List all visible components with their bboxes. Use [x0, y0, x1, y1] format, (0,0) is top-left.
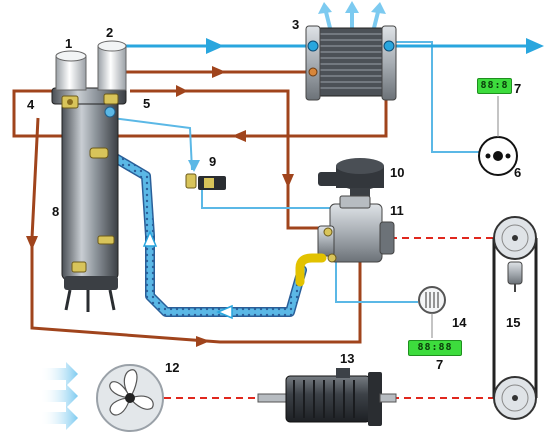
- arrow-icon: [282, 174, 294, 188]
- arrow-icon: [40, 362, 78, 386]
- intake-elbow: [295, 253, 327, 287]
- arrow-icon: [345, 1, 359, 13]
- temperature-sensor: [478, 136, 518, 176]
- callout-10: 10: [390, 165, 405, 180]
- callout-6: 6: [514, 165, 522, 180]
- oil-circuit: [12, 70, 388, 344]
- arrow-icon: [212, 66, 226, 78]
- arrow-icon: [526, 38, 544, 54]
- oil-return-left: [30, 117, 362, 344]
- cooler-airflow-arrows: [318, 1, 386, 29]
- air-line-to-solenoid: [111, 117, 193, 171]
- callout-5: 5: [143, 96, 151, 111]
- callout-13: 13: [340, 351, 355, 366]
- arrow-icon: [26, 236, 38, 250]
- air-output: [118, 38, 544, 54]
- arrow-icon: [371, 2, 386, 14]
- display-lower: 88:88: [408, 340, 462, 356]
- arrow-icon: [176, 85, 188, 97]
- arrow-icon: [216, 304, 233, 320]
- callout-12: 12: [165, 360, 180, 375]
- callout-2: 2: [106, 25, 114, 40]
- arrow-icon: [232, 130, 246, 142]
- oil-filter-2: [97, 40, 127, 91]
- callout-11: 11: [390, 203, 404, 218]
- intake-hose: [107, 151, 307, 317]
- arrow-icon: [40, 406, 78, 430]
- oil-air-cooler: [305, 25, 397, 101]
- cooling-fan: [96, 364, 164, 432]
- callout-1: 1: [65, 36, 73, 51]
- callout-9: 9: [209, 154, 217, 169]
- oil-line-to-valve: [130, 89, 320, 230]
- oil-loop-left: [12, 89, 388, 138]
- intake-air-filter: [318, 158, 384, 204]
- callout-7-upper: 7: [514, 81, 522, 96]
- belt-drive: [492, 216, 538, 420]
- arrow-icon: [196, 336, 210, 347]
- display-upper: 88:8: [477, 78, 512, 94]
- separator-tank: [51, 87, 127, 312]
- minimum-pressure-valve-5: [103, 93, 119, 118]
- air-filter-1: [55, 50, 87, 91]
- incoming-air-arrows: [40, 362, 78, 430]
- air-line-to-gauge: [335, 262, 418, 303]
- pressure-gauge: [418, 286, 446, 338]
- solenoid-valve: [185, 173, 226, 190]
- screw-compressor-air-end: [317, 195, 395, 263]
- arrow-icon: [206, 38, 224, 54]
- callout-15: 15: [506, 315, 521, 330]
- callout-8: 8: [52, 204, 60, 219]
- callout-3: 3: [292, 17, 300, 32]
- callout-4: 4: [27, 97, 35, 112]
- callout-14: 14: [452, 315, 467, 330]
- arrow-icon: [40, 384, 78, 408]
- safety-valve-4: [61, 95, 79, 109]
- air-circuit: [111, 41, 488, 303]
- air-line-to-sensor: [392, 41, 488, 153]
- air-line-solenoid-to-valve: [201, 186, 350, 209]
- arrow-icon: [318, 2, 332, 14]
- callout-7-lower: 7: [436, 357, 444, 372]
- arrow-icon: [188, 160, 200, 172]
- oil-flow-arrows: [26, 66, 294, 347]
- arrow-icon: [142, 230, 158, 247]
- electric-motor: [257, 368, 397, 426]
